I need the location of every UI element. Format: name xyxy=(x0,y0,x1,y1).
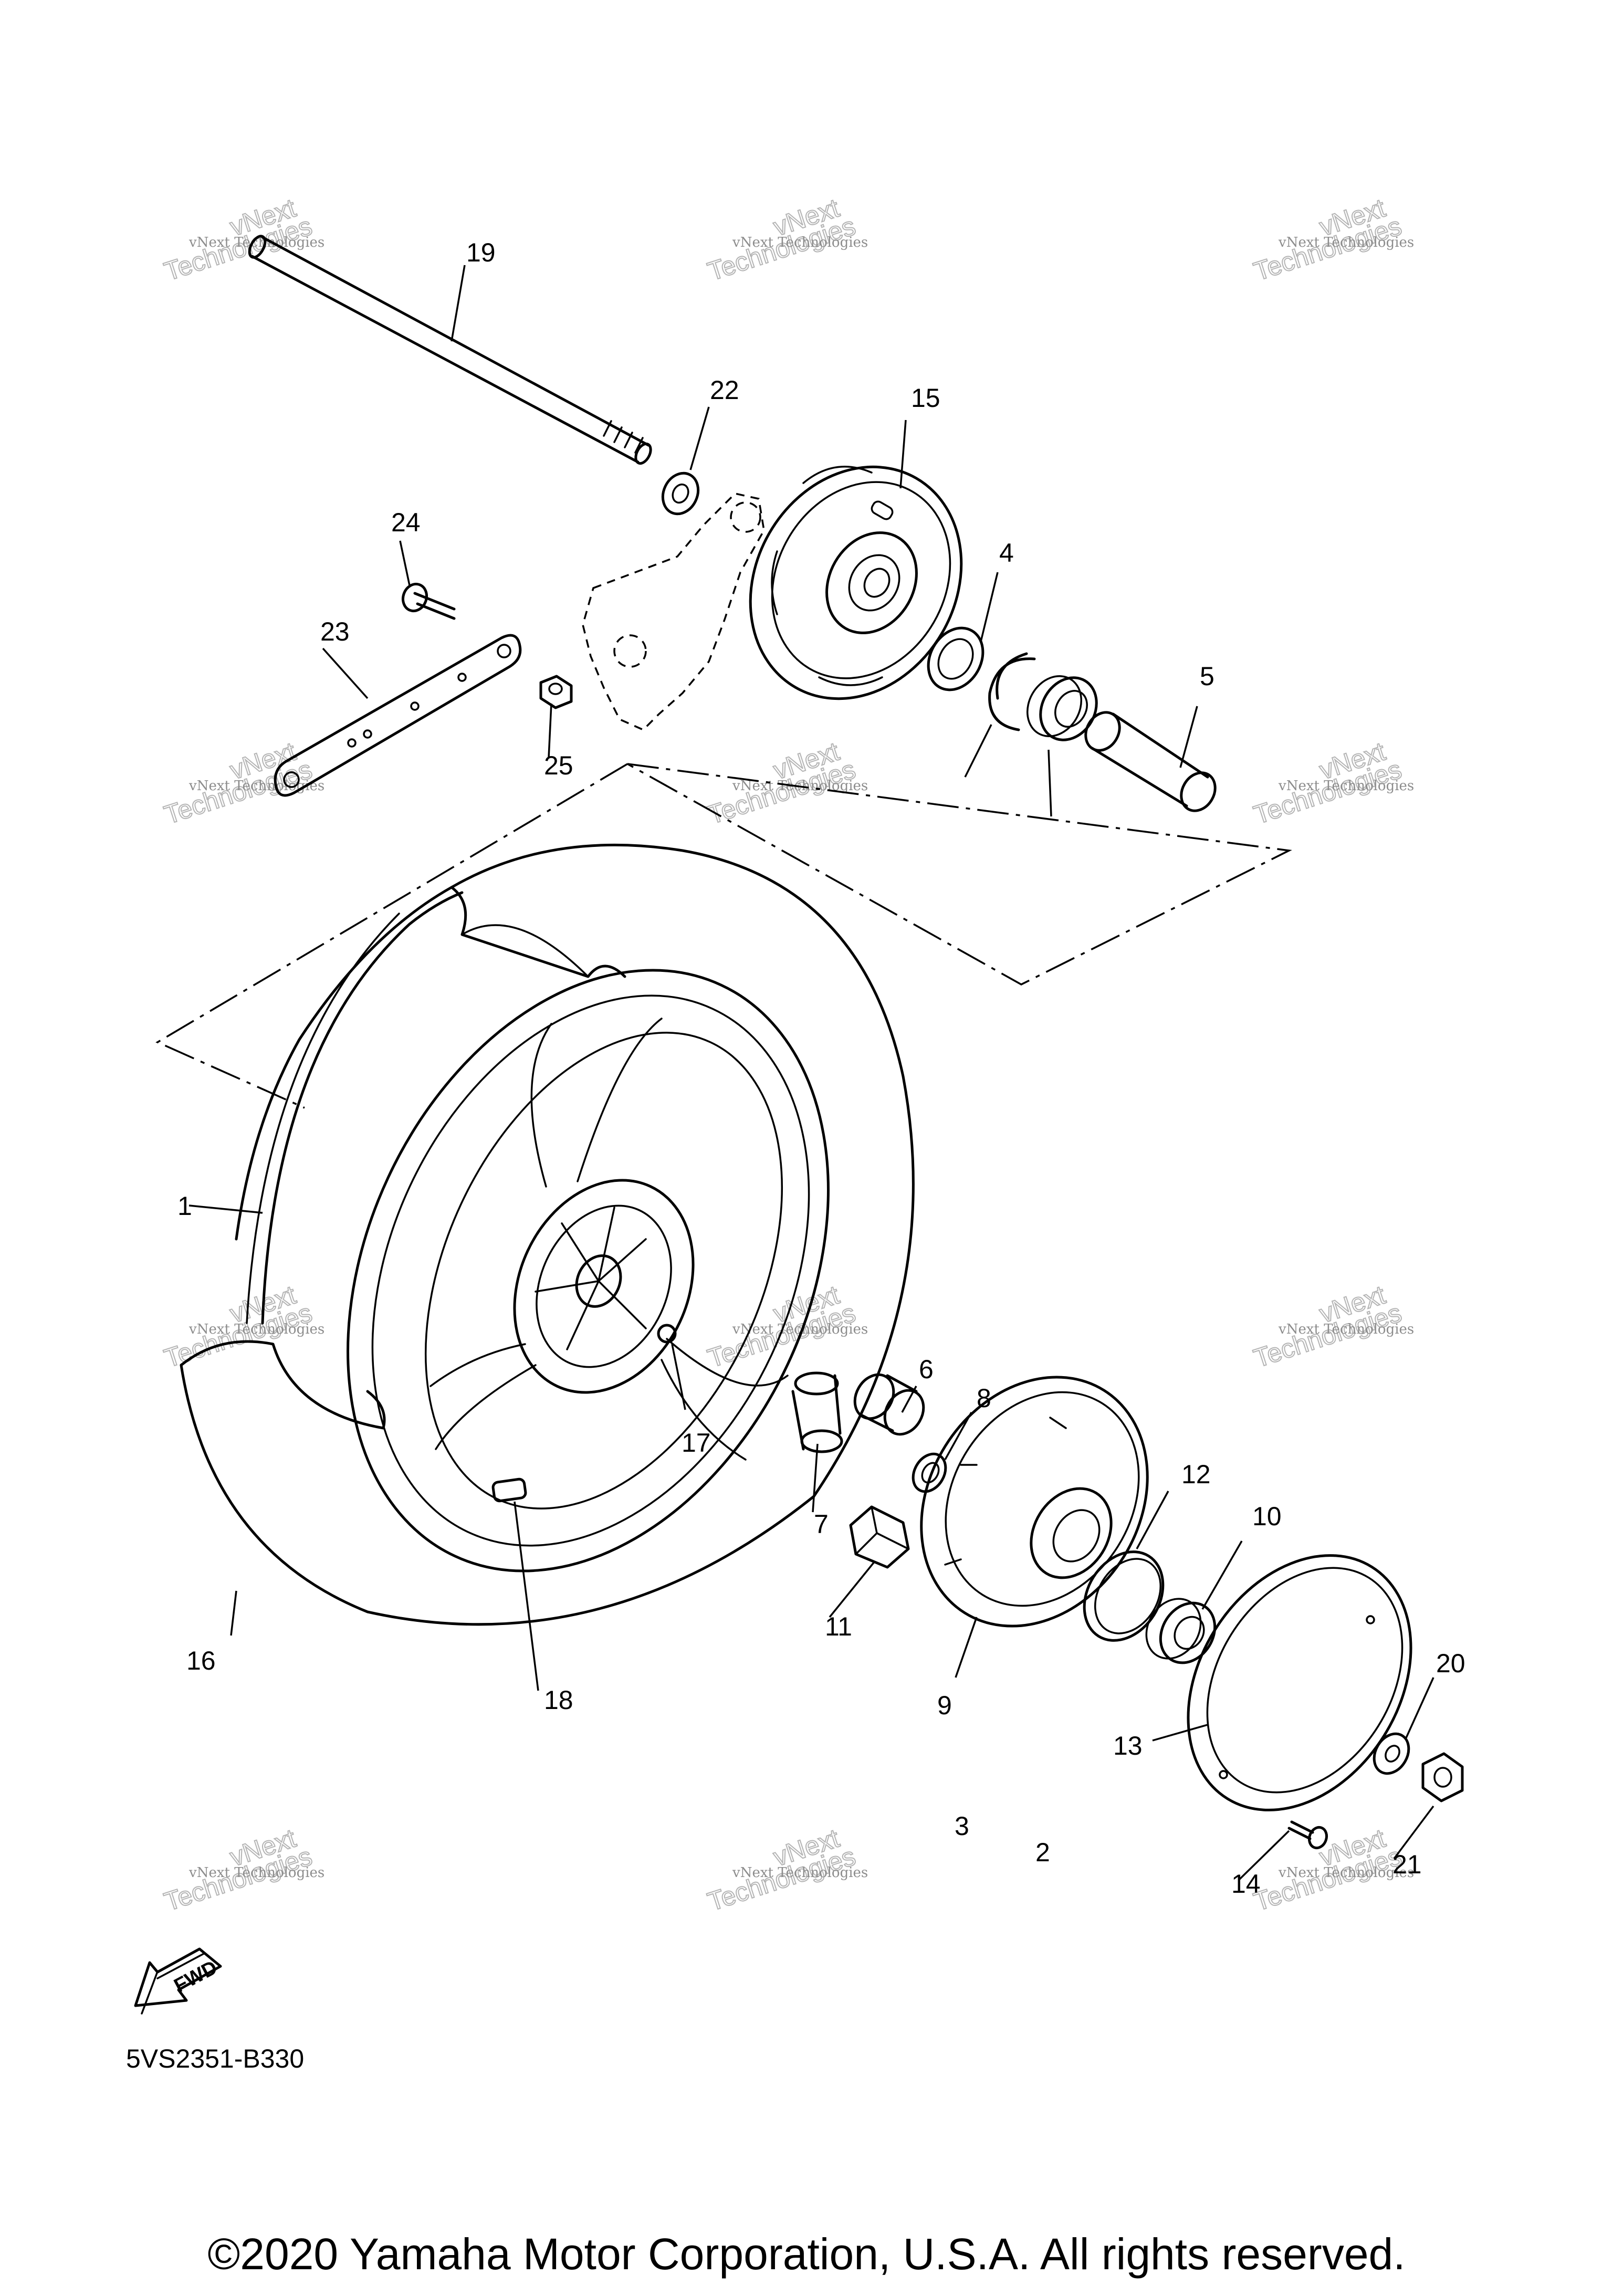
callout-25: 25 xyxy=(544,751,573,780)
callout-20: 20 xyxy=(1436,1649,1465,1678)
caliper-bracket-hidden xyxy=(582,492,765,731)
spacer-5 xyxy=(1084,711,1217,812)
watermark-small-text: vNext Technologies xyxy=(1278,1865,1414,1881)
bolt-24 xyxy=(401,582,456,620)
watermark-small-text: vNext Technologies xyxy=(732,235,868,250)
oil-seal-4 xyxy=(927,626,984,691)
callout-19: 19 xyxy=(466,238,496,267)
copyright-notice: ©2020 Yamaha Motor Corporation, U.S.A. A… xyxy=(207,2229,1406,2279)
part-callouts: 1234567891011121314151617181920212223242… xyxy=(177,238,1465,1899)
assembly-outline-left xyxy=(155,763,628,1109)
callout-13: 13 xyxy=(1113,1731,1143,1760)
callout-14: 14 xyxy=(1231,1869,1261,1899)
circlip-3 xyxy=(988,652,1036,731)
callout-18: 18 xyxy=(544,1685,573,1715)
watermark-small-text: vNext Technologies xyxy=(732,1865,868,1881)
drawing-code: 5VS2351-B330 xyxy=(126,2044,305,2073)
watermark-small-text: vNext Technologies xyxy=(1278,1322,1414,1337)
spacer-7 xyxy=(791,1371,843,1453)
callout-17: 17 xyxy=(682,1428,711,1458)
oil-seal-8 xyxy=(912,1452,947,1493)
callout-2: 2 xyxy=(1035,1838,1050,1867)
watermark-small-text: vNext Technologies xyxy=(188,778,324,794)
fwd-arrow-icon: FWD xyxy=(134,1947,222,2015)
hub-plate-15 xyxy=(749,465,963,700)
callout-9: 9 xyxy=(937,1691,952,1720)
axle-shaft xyxy=(248,235,652,465)
bearing-2 xyxy=(1026,675,1098,741)
screw-14 xyxy=(1287,1820,1328,1850)
callout-21: 21 xyxy=(1392,1850,1422,1879)
callout-8: 8 xyxy=(977,1383,991,1413)
watermark-small-text: vNext Technologies xyxy=(1278,778,1414,794)
callout-3: 3 xyxy=(955,1811,969,1841)
collar-6 xyxy=(853,1373,925,1436)
callout-5: 5 xyxy=(1200,662,1214,691)
callout-6: 6 xyxy=(919,1355,934,1384)
nut-21 xyxy=(1421,1752,1464,1802)
fwd-label: FWD xyxy=(171,1956,221,1997)
callout-4: 4 xyxy=(999,538,1014,568)
watermark-small-text: vNext Technologies xyxy=(1278,235,1414,250)
nut-25 xyxy=(539,675,573,709)
washer-20 xyxy=(1373,1732,1410,1775)
rear-wheel-and-tire xyxy=(180,843,915,1626)
torque-arm-23 xyxy=(274,634,522,797)
circlip-12 xyxy=(1083,1550,1165,1642)
callout-23: 23 xyxy=(320,617,350,646)
bearing-10 xyxy=(1145,1598,1217,1664)
callout-16: 16 xyxy=(186,1646,216,1675)
callout-11: 11 xyxy=(825,1612,852,1641)
callout-22: 22 xyxy=(710,375,739,405)
callout-24: 24 xyxy=(391,508,421,537)
callout-1: 1 xyxy=(177,1191,192,1221)
leader-lines xyxy=(188,265,1434,1881)
callout-12: 12 xyxy=(1181,1460,1211,1489)
callout-15: 15 xyxy=(911,383,940,413)
clutch-hub-9 xyxy=(920,1376,1149,1628)
callout-7: 7 xyxy=(814,1509,829,1539)
callout-10: 10 xyxy=(1252,1502,1282,1531)
watermark-small-text: vNext Technologies xyxy=(188,1865,324,1881)
damper-11 xyxy=(849,1505,910,1569)
watermark-small-text: vNext Technologies xyxy=(188,1322,324,1337)
collar-22 xyxy=(661,471,700,516)
cover-plate-13 xyxy=(1187,1554,1412,1811)
assembly-outline-upper xyxy=(627,763,1292,986)
